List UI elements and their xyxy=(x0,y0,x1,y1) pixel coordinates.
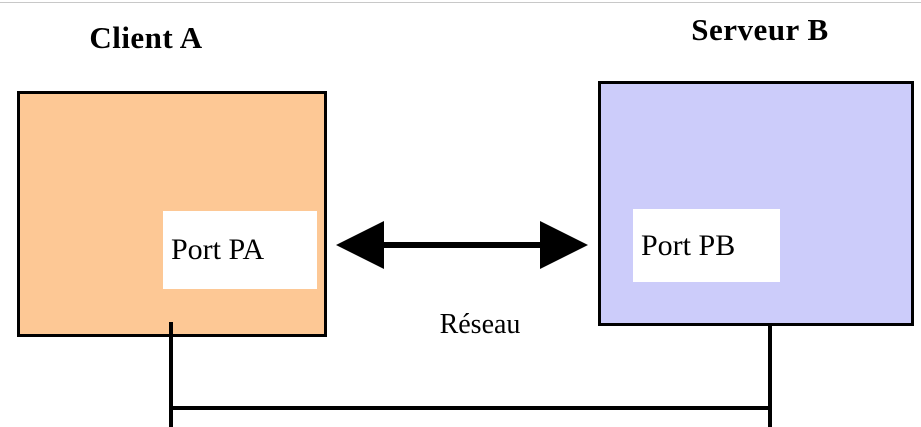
client-port-label: Port PA xyxy=(171,233,265,266)
page-top-divider xyxy=(0,2,921,3)
client-host-box: Port PA xyxy=(17,91,327,337)
network-label: Réseau xyxy=(439,309,521,340)
double-headed-arrow-icon xyxy=(336,221,588,269)
server-host-box: Port PB xyxy=(598,81,914,326)
client-node-title: Client A xyxy=(89,20,203,55)
server-node-title: Serveur B xyxy=(691,12,829,47)
network-bracket-right-leg xyxy=(768,325,772,427)
client-port-box: Port PA xyxy=(163,211,317,289)
network-bracket-base xyxy=(169,406,772,410)
network-bracket-left-leg xyxy=(169,322,173,427)
server-port-box: Port PB xyxy=(633,209,780,282)
server-port-label: Port PB xyxy=(641,228,736,262)
